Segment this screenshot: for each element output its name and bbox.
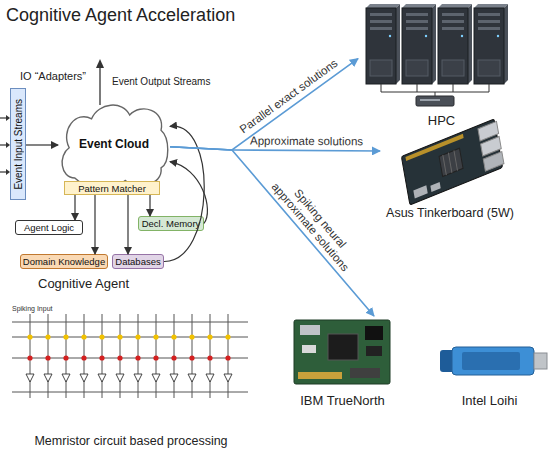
node-text: Domain Knowledge: [23, 256, 105, 267]
connector: [170, 147, 374, 316]
network-cables: [381, 84, 489, 96]
node-text: IBM TrueNorth: [300, 393, 385, 408]
tinkerboard: [401, 118, 504, 205]
connector: [26, 144, 58, 145]
power-port: [430, 182, 440, 192]
chip: [366, 346, 382, 356]
heat-sink: [439, 148, 463, 176]
crossbar-column: [188, 314, 196, 398]
server-tower: [366, 4, 400, 84]
knowledge-box: Domain Knowledge: [20, 254, 108, 269]
hpc-illustration: HPC: [358, 2, 525, 128]
edge-label: Approximate solutions: [250, 134, 363, 148]
memristor-crossbar: [12, 314, 248, 398]
input-stream-box: Event Input Streams: [10, 88, 26, 200]
memory-box: Decl. Memory: [138, 216, 204, 231]
pcb: [294, 320, 390, 384]
chip: [365, 326, 383, 340]
pattern-matcher-box: Pattern Matcher: [64, 181, 160, 195]
fin: [448, 153, 452, 173]
server-tower: [438, 4, 472, 84]
connector: [74, 195, 75, 220]
fin: [454, 150, 458, 170]
cable: [381, 84, 382, 92]
cable: [489, 84, 490, 92]
diagram-title: Cognitive Agent Acceleration: [6, 5, 235, 26]
crossbar-column: [152, 314, 160, 398]
connector: [127, 195, 128, 254]
text-label: Event Output Streams: [112, 76, 210, 87]
node-text: Intel Loihi: [462, 393, 518, 408]
server-tower: [474, 4, 508, 84]
node-text: Pattern Matcher: [78, 183, 146, 194]
connector: [94, 195, 95, 254]
chip: [328, 334, 358, 360]
network-switch: [416, 96, 454, 106]
edge-connector: [298, 372, 342, 379]
chip-illustration: Intel Loihi: [432, 338, 547, 408]
text-label: Spiking Input: [12, 305, 52, 312]
input-arrow: [0, 117, 7, 118]
arrow-head: [96, 59, 104, 68]
node-text: Asus Tinkerboard (5W): [386, 206, 514, 220]
crossbar-column: [224, 314, 232, 398]
connector: [300, 325, 320, 335]
database-box: Databases: [112, 254, 164, 269]
input-arrow: [0, 171, 7, 172]
node-text: Agent Logic: [24, 222, 74, 233]
node-text: Decl. Memory: [142, 218, 201, 229]
stick-window: [462, 352, 520, 370]
cable: [435, 92, 436, 96]
crossbar-column: [134, 314, 142, 398]
usb-plug: [534, 353, 547, 369]
output-arrow: [99, 66, 100, 105]
event-cloud: Event Cloud: [58, 100, 170, 188]
edge-label: Spiking neural approximate solutions: [264, 166, 367, 280]
crossbar-column: [116, 314, 124, 398]
row-wire: [12, 392, 248, 393]
loihi-stick: [440, 347, 547, 375]
component: [350, 368, 380, 378]
crossbar-column: [170, 314, 178, 398]
crossbar-column: [62, 314, 70, 398]
connector: [170, 147, 380, 151]
crossbar-column: [26, 314, 34, 398]
hdmi-port: [413, 185, 427, 198]
crossbar-column: [206, 314, 214, 398]
agent-logic-box: Agent Logic: [15, 220, 83, 235]
node-text: Event Input Streams: [13, 99, 24, 190]
connector: [170, 59, 358, 150]
chip-illustration: IBM TrueNorth: [290, 316, 395, 408]
node-text: Event Cloud: [79, 137, 149, 151]
crossbar-column: [98, 314, 106, 398]
edge-label: Parallel exact solutions: [238, 57, 341, 137]
cable: [453, 84, 454, 92]
input-arrow: [0, 144, 7, 145]
crossbar-column: [44, 314, 52, 398]
switch-ports: [420, 99, 440, 101]
stick-body: [452, 347, 534, 375]
truenorth-board: [294, 320, 390, 384]
cloud-outline: [62, 105, 168, 188]
text-label: IO “Adapters”: [20, 70, 86, 82]
cable: [417, 84, 418, 92]
connector: [170, 162, 207, 224]
node-text: HPC: [428, 113, 455, 128]
fin: [443, 155, 447, 175]
row-wire: [12, 322, 248, 323]
circuit-illustration: Memristor circuit based processing: [0, 302, 262, 448]
board-illustration: Asus Tinkerboard (5W): [380, 128, 520, 220]
connector: [149, 195, 150, 216]
node-text: Databases: [115, 256, 160, 267]
component: [302, 345, 316, 353]
ethernet-port: [483, 152, 504, 172]
text-label: Cognitive Agent: [38, 276, 129, 291]
input-arrows: [0, 118, 7, 172]
server-tower: [402, 4, 436, 84]
node-text: Memristor circuit based processing: [34, 434, 227, 448]
crossbar-column: [80, 314, 88, 398]
connector: [164, 126, 204, 261]
